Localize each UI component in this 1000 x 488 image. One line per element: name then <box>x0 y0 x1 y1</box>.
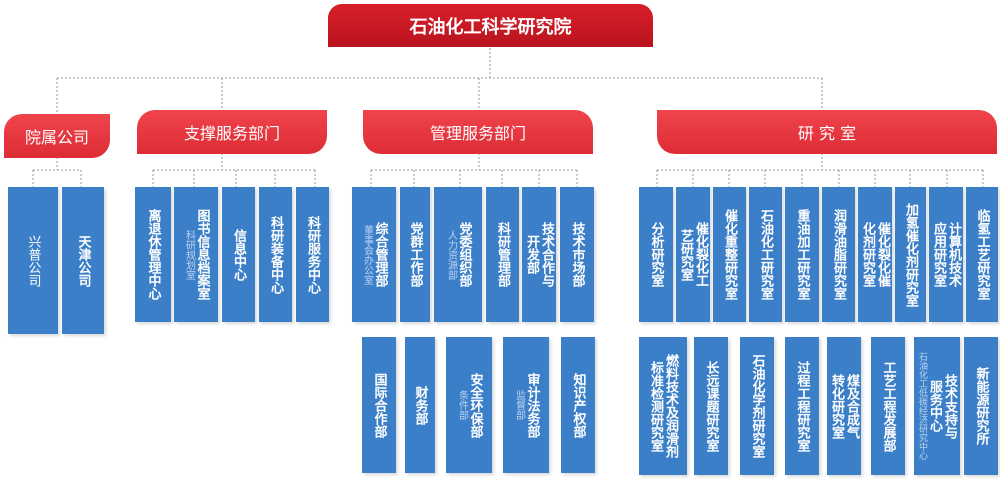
unit-analysis: 分析研究室 <box>639 187 673 322</box>
unit-finance-label: 财务部 <box>412 385 428 425</box>
unit-coal-gas-label-2: 转化研究室 <box>829 373 844 439</box>
unit-retiree-label: 离退休管理中心 <box>145 209 161 300</box>
unit-tech-support-sublabel: 石油化工低碳经济研究中心 <box>917 352 927 460</box>
unit-audit-sublabel: 监督部 <box>513 390 525 420</box>
unit-computing: 计算机技术 应用研究室 <box>929 187 963 322</box>
category-support-label: 支撑服务部门 <box>183 124 280 143</box>
unit-info-center: 信息中心 <box>222 187 255 322</box>
unit-petrochem: 石油化工研究室 <box>749 187 782 322</box>
unit-library-label: 图书信息档案室 <box>194 209 210 300</box>
unit-tech-coop-label-2: 开发部 <box>524 235 539 274</box>
unit-tech-market: 技术市场部 <box>560 187 594 322</box>
unit-tech-market-label: 技术市场部 <box>569 222 585 287</box>
unit-general-mgmt-sublabel: 董事会办公室 <box>361 224 373 285</box>
unit-long-term: 长远课题研究室 <box>694 337 728 475</box>
unit-finance: 财务部 <box>405 337 435 473</box>
unit-new-energy-label: 新能源研究所 <box>973 367 989 445</box>
unit-hydrogenation-label: 临氢工艺研究室 <box>974 209 990 300</box>
unit-coal-gas-label-1: 煤及合成气 <box>844 373 859 439</box>
unit-xingpu-label: 兴普公司 <box>25 234 41 287</box>
unit-fcc-label-1: 催化裂化工 <box>693 222 708 287</box>
unit-research-mgmt: 科研管理部 <box>486 187 519 322</box>
unit-tianjin-label: 天津公司 <box>75 234 91 287</box>
unit-ip-label: 知识产权部 <box>570 372 586 438</box>
unit-process-dev-label: 工艺工程发展部 <box>880 360 896 452</box>
unit-party-committee-label: 党委组织部 <box>456 222 472 287</box>
unit-audit: 审计法务部 监督部 <box>503 337 549 473</box>
category-management-label: 管理服务部门 <box>429 124 526 143</box>
unit-fuel-standards-label-1: 燃料技术及润滑剂 <box>663 354 678 458</box>
unit-reforming: 催化重整研究室 <box>713 187 746 322</box>
category-affiliated-label: 院属公司 <box>24 128 89 147</box>
unit-hydro-catalyst: 加氢催化剂研究室 <box>895 187 926 322</box>
unit-fcc: 催化裂化工 艺研究室 <box>676 187 710 322</box>
unit-hydrogenation: 临氢工艺研究室 <box>966 187 998 322</box>
unit-fcc-label-2: 艺研究室 <box>678 228 693 281</box>
unit-service-center-label: 科研服务中心 <box>305 215 320 294</box>
unit-intl-coop-label: 国际合作部 <box>371 372 387 438</box>
unit-library: 图书信息档案室 科研规划室 <box>174 187 218 322</box>
unit-research-mgmt-label: 科研管理部 <box>495 222 510 287</box>
unit-fcc-catalyst: 催化裂化催 化剂研究室 <box>858 187 892 322</box>
unit-tech-support-label-1: 技术支持与 <box>942 373 957 439</box>
institute-title: 石油化工科学研究院 <box>328 4 653 47</box>
unit-service-center: 科研服务中心 <box>296 187 329 322</box>
unit-lubricants-label: 润滑油脂研究室 <box>831 209 846 300</box>
unit-process-eng-label: 过程工程研究室 <box>794 360 810 452</box>
category-research: 研 究 室 <box>657 110 997 154</box>
unit-library-sublabel: 科研规划室 <box>183 229 195 280</box>
unit-intl-coop: 国际合作部 <box>362 337 396 473</box>
unit-retiree: 离退休管理中心 <box>135 187 171 322</box>
unit-equipment-label: 科研装备中心 <box>268 215 283 294</box>
unit-computing-label-2: 应用研究室 <box>931 222 946 287</box>
unit-long-term-label: 长远课题研究室 <box>703 360 719 452</box>
unit-equipment: 科研装备中心 <box>259 187 292 322</box>
unit-audit-label: 审计法务部 <box>524 372 540 438</box>
unit-tech-coop: 技术合作与 开发部 <box>522 187 556 322</box>
unit-lubricants: 润滑油脂研究室 <box>822 187 855 322</box>
unit-tech-support-label-2: 服务中心 <box>927 380 942 432</box>
unit-party-work: 党群工作部 <box>400 187 430 322</box>
unit-petro-agents: 石油化学剂研究室 <box>740 337 774 475</box>
category-management: 管理服务部门 <box>363 110 593 154</box>
unit-process-eng: 过程工程研究室 <box>785 337 819 475</box>
unit-tech-coop-label-1: 技术合作与 <box>539 222 554 287</box>
unit-computing-label-1: 计算机技术 <box>946 222 961 287</box>
unit-tech-support: 技术支持与 服务中心 石油化工低碳经济研究中心 <box>914 337 960 475</box>
unit-hydro-catalyst-label: 加氢催化剂研究室 <box>903 202 918 307</box>
unit-party-work-label: 党群工作部 <box>407 222 423 287</box>
unit-process-dev: 工艺工程发展部 <box>871 337 905 475</box>
unit-ip: 知识产权部 <box>561 337 595 473</box>
unit-heavy-oil: 重油加工研究室 <box>785 187 819 322</box>
unit-party-committee-sublabel: 人力资源部 <box>445 229 457 280</box>
unit-fcc-catalyst-label-1: 催化裂化催 <box>875 222 890 287</box>
unit-safety-label: 安全环保部 <box>467 372 483 438</box>
category-support: 支撑服务部门 <box>137 110 327 154</box>
unit-petro-agents-label: 石油化学剂研究室 <box>749 354 765 458</box>
unit-fuel-standards: 燃料技术及润滑剂 标准检测研究室 <box>639 337 687 475</box>
unit-xingpu: 兴普公司 <box>8 187 58 334</box>
unit-tianjin: 天津公司 <box>62 187 104 334</box>
unit-heavy-oil-label: 重油加工研究室 <box>794 209 810 300</box>
unit-reforming-label: 催化重整研究室 <box>722 209 737 300</box>
category-research-label: 研 究 室 <box>797 124 857 143</box>
category-affiliated: 院属公司 <box>4 114 110 158</box>
unit-new-energy: 新能源研究所 <box>964 337 998 475</box>
unit-fcc-catalyst-label-2: 化剂研究室 <box>860 222 875 287</box>
unit-coal-gas: 煤及合成气 转化研究室 <box>827 337 861 475</box>
unit-info-center-label: 信息中心 <box>231 228 246 281</box>
unit-safety: 安全环保部 条件部 <box>446 337 492 473</box>
unit-general-mgmt-label: 综合管理部 <box>372 222 388 287</box>
unit-safety-sublabel: 条件部 <box>456 390 468 420</box>
unit-analysis-label: 分析研究室 <box>648 222 664 287</box>
unit-general-mgmt: 综合管理部 董事会办公室 <box>352 187 396 322</box>
unit-fuel-standards-label-2: 标准检测研究室 <box>648 360 663 452</box>
unit-party-committee: 党委组织部 人力资源部 <box>434 187 482 322</box>
institute-title-text: 石油化工科学研究院 <box>409 16 572 38</box>
unit-petrochem-label: 石油化工研究室 <box>758 209 773 300</box>
